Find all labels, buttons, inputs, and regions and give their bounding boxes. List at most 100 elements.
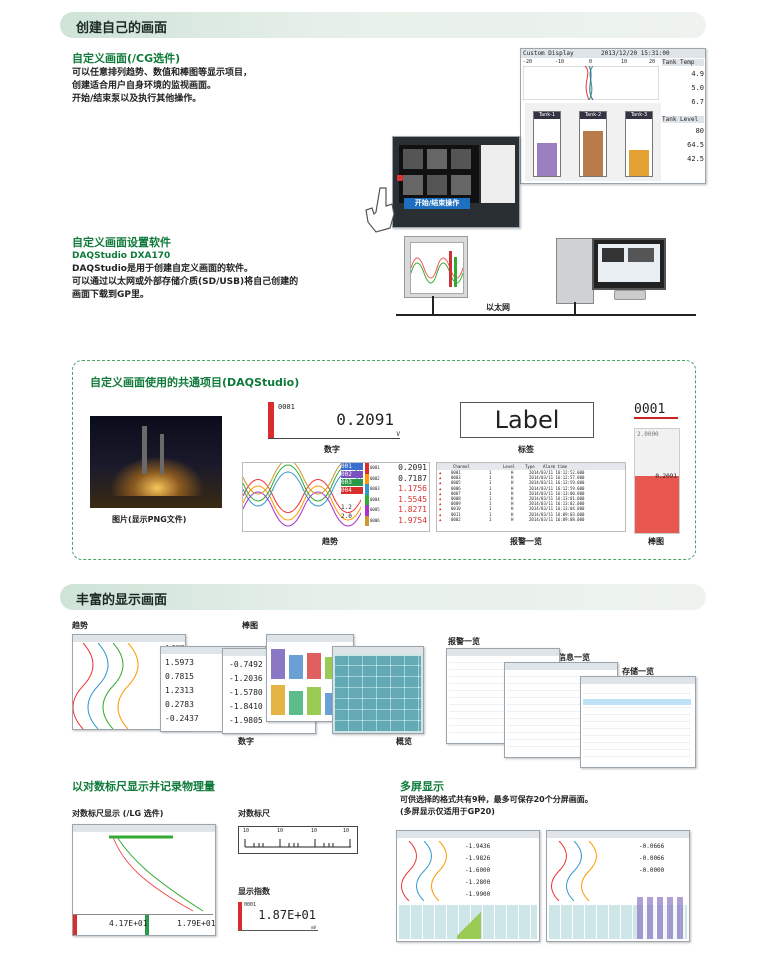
alarm-cell: 1 <box>489 480 492 486</box>
axis-tick: -20 <box>523 59 533 65</box>
alarm-cell: 0005 <box>451 480 461 486</box>
alarm-cell: 2014/03/11 16:13:00.000 <box>529 490 585 496</box>
start-stop-icon[interactable] <box>397 175 403 181</box>
tank-area: Tank-1 Tank-2 Tank-3 <box>525 103 661 181</box>
trend-value: 1.1756 <box>398 484 427 493</box>
alarm-cell: 1 <box>489 506 492 512</box>
label-caption: 标签 <box>518 445 534 454</box>
alarm-cell: H <box>511 516 514 522</box>
log-value-a: 4.17E+01 <box>109 919 148 928</box>
desc-line: 开始/结束泵以及执行其他操作。 <box>72 94 202 104</box>
hand-pointer-icon <box>365 187 395 233</box>
trend-tags: 001 002 003 004 1.2 2.0 <box>341 463 363 520</box>
side-value: 64.5 <box>687 141 704 149</box>
trend-value: 1.8271 <box>398 505 427 514</box>
desc-line: 创建适合用户自身环境的监视画面。 <box>72 81 217 91</box>
digital-values-right: -0.7492-1.2036-1.5780-1.8410-1.9805 <box>229 658 263 728</box>
axis-tick: 0 <box>589 59 593 65</box>
overview-screen-label: 概览 <box>396 737 412 746</box>
exponent-value: 1.87E+01 <box>258 908 316 922</box>
log-scale-screen: 4.17E+01 1.79E+01 <box>72 824 216 936</box>
start-stop-button[interactable]: 开始/结束操作 <box>404 198 470 209</box>
bargraph-caption: 棒图 <box>648 537 664 546</box>
common-items-title: 自定义画面使用的共通项目(DAQStudio) <box>90 376 300 389</box>
axis-tick: -10 <box>555 59 565 65</box>
alarm-header-cell: Channel <box>453 464 470 469</box>
trend-tag: 004 <box>341 487 363 494</box>
alarm-bell-icon: ▲ <box>439 496 442 502</box>
common-items-box <box>72 360 696 560</box>
side-value: 80 <box>695 127 704 135</box>
multi-trend <box>401 841 447 901</box>
bargraph-value: 0.2091 <box>655 473 677 480</box>
trend-value: 0.2091 <box>398 463 427 472</box>
multi-values: -1.9436-1.9826-1.6000-1.2800-1.9900 <box>465 841 490 901</box>
alarm-cell: 2014/03/11 16:09:08.000 <box>529 516 585 522</box>
alarm-cell: 2014/03/11 16:13:01.000 <box>529 496 585 502</box>
alarm-cell: H <box>511 501 514 507</box>
tank-3: Tank-3 <box>625 111 653 177</box>
alarm-cell: 0003 <box>451 475 461 481</box>
ethernet-drop <box>574 302 576 314</box>
section-title: 创建自己的画面 <box>76 21 168 36</box>
ethernet-drop <box>432 296 434 314</box>
digit-unit: V <box>396 431 400 438</box>
pc-tower <box>556 238 594 304</box>
ethernet-label: 以太网 <box>486 303 510 312</box>
trend-tag: 003 <box>341 479 363 486</box>
alarm-cell: 0002 <box>451 516 461 522</box>
trend-screen-waves <box>73 643 139 729</box>
custom-screen-desc: 可以任意排列趋势、数值和棒图等显示项目， 创建适合用户自身环境的监视画面。 开始… <box>72 67 252 106</box>
value-item: 0.2783 <box>165 700 194 709</box>
alarm-cell: 1 <box>489 496 492 502</box>
trend-scale: 2.0 <box>341 513 352 520</box>
value-item: -1.5780 <box>229 688 263 697</box>
plant-photo <box>90 416 222 508</box>
desc-line: (多屏显示仅适用于GP20) <box>400 807 495 816</box>
log-title: 以对数标尺显示并记录物理量 <box>72 780 215 793</box>
screen-side-panel: Tank Temp 4.9 5.0 6.7 Tank Level 80 64.5… <box>662 59 704 179</box>
trend-caption: 趋势 <box>322 537 338 546</box>
alarm-bell-icon: ▲ <box>439 511 442 517</box>
alarm-cell: H <box>511 490 514 496</box>
tank-fill <box>629 150 649 176</box>
alarm-cell: 2014/03/11 16:12:59.000 <box>529 485 585 491</box>
alarm-cell: 2014/03/11 16:13:02.000 <box>529 501 585 507</box>
log-curves <box>109 835 204 912</box>
alarm-cell: 0007 <box>451 490 461 496</box>
alarm-cell: 2014/03/11 16:12:52.000 <box>529 470 585 475</box>
trend-tag: 001 <box>341 463 363 470</box>
bargraph-top: 2.0000 <box>637 431 659 438</box>
alarm-cell: H <box>511 506 514 512</box>
digit-tag: 0001 <box>278 403 295 411</box>
desc-line: 可以通过以太网或外部存储介质(SD/USB)将自己创建的 <box>72 277 299 287</box>
value-item: -1.9805 <box>229 716 263 725</box>
tank-fill <box>537 142 557 176</box>
digit-value: 0.2091 <box>336 410 394 429</box>
value-item: -1.9900 <box>465 891 491 898</box>
tank-1: Tank-1 <box>533 111 561 177</box>
trend-channel: 0003 <box>370 486 380 491</box>
trend-channel: 0002 <box>370 475 380 481</box>
picture-caption: 图片(显示PNG文件) <box>112 515 187 524</box>
multi-desc: 可供选择的格式共有9种，最多可保存20个分屏画面。 (多屏显示仅适用于GP20) <box>400 794 593 818</box>
alarm-header-cell: Level <box>503 464 516 469</box>
side-value: 42.5 <box>687 155 704 163</box>
tank-label: Tank-3 <box>626 112 652 119</box>
trend-channel: 0005 <box>370 507 380 512</box>
exponent-tag: 0001 <box>244 902 257 908</box>
